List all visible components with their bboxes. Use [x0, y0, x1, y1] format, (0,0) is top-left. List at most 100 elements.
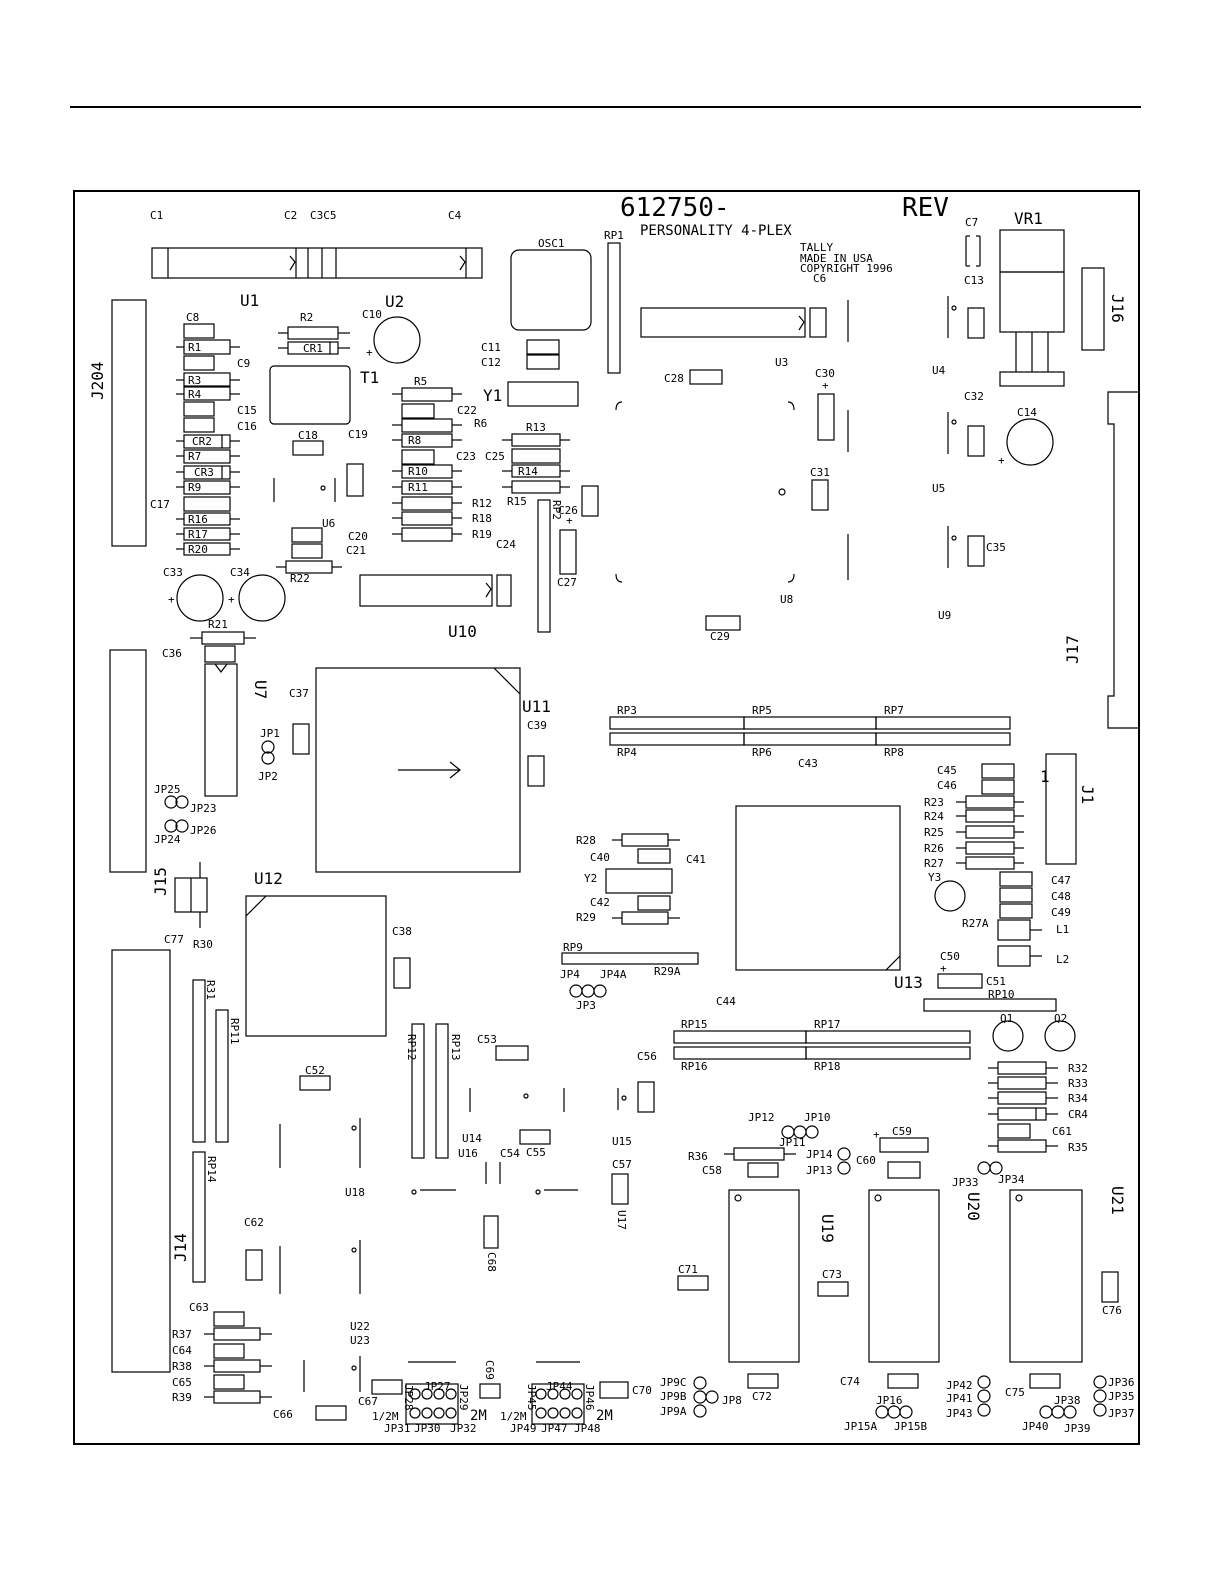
- cap-c67: [371, 1379, 403, 1395]
- label-jp2: JP2: [258, 770, 278, 783]
- cap-c68: [483, 1215, 499, 1249]
- label-jp26: JP26: [190, 824, 217, 837]
- label-l2: L2: [1056, 953, 1069, 966]
- cap-c19-body: [346, 463, 364, 497]
- inductor-l2: [997, 945, 1031, 967]
- label-c26: C26: [558, 504, 578, 517]
- svg-text:+: +: [366, 346, 373, 359]
- label-c1: C1: [150, 209, 163, 222]
- cap-c73: [817, 1281, 849, 1297]
- label-u21: U21: [1108, 1186, 1127, 1215]
- label-c2: C2: [284, 209, 297, 222]
- label-r17: R17: [188, 528, 208, 541]
- label-r1: R1: [188, 341, 201, 354]
- label-r21: R21: [208, 618, 228, 631]
- label-c77: C77: [164, 933, 184, 946]
- label-c63: C63: [189, 1301, 209, 1314]
- connector-j204: [111, 299, 147, 547]
- label-u18: U18: [345, 1186, 365, 1199]
- label-c65: C65: [172, 1376, 192, 1389]
- label-rp5: RP5: [752, 704, 772, 717]
- label-c46: C46: [937, 779, 957, 792]
- label-c47: C47: [1051, 874, 1071, 887]
- label-c57: C57: [612, 1158, 632, 1171]
- label-rp7: RP7: [884, 704, 904, 717]
- label-r11: R11: [408, 481, 428, 494]
- label-rp8: RP8: [884, 746, 904, 759]
- label-y1: Y1: [483, 386, 502, 405]
- cap-c38: [393, 957, 411, 989]
- connector-j1: [1045, 753, 1077, 865]
- ic-u19-dip: [728, 1189, 800, 1363]
- label-jp28: JP28: [402, 1384, 415, 1411]
- label-rp1: RP1: [604, 229, 624, 242]
- label-jp29: JP29: [457, 1384, 470, 1411]
- label-jp37: JP37: [1108, 1407, 1135, 1420]
- rpack-rp14: [192, 1151, 206, 1283]
- header-rule: [70, 106, 1141, 108]
- label-r7: R7: [188, 450, 201, 463]
- label-r10: R10: [408, 465, 428, 478]
- label-jp1: JP1: [260, 727, 280, 740]
- label-jp47: JP47: [541, 1422, 568, 1435]
- label-r27: R27: [924, 857, 944, 870]
- ic-u11: [315, 667, 521, 873]
- rpack-rp2: [537, 499, 551, 633]
- svg-text:+: +: [940, 962, 947, 975]
- transistor-q2: [1044, 1020, 1076, 1052]
- rpack-rp11: [215, 1009, 229, 1143]
- label-r35: R35: [1068, 1141, 1088, 1154]
- label-c69: C69: [483, 1360, 496, 1380]
- label-half-m-b: 1/2M: [500, 1410, 527, 1423]
- label-r13: R13: [526, 421, 546, 434]
- label-c15: C15: [237, 404, 257, 417]
- label-j15: J15: [151, 867, 170, 896]
- cap-c53: [495, 1045, 529, 1061]
- label-jp11: JP11: [779, 1136, 806, 1149]
- label-cr1: CR1: [303, 342, 323, 355]
- label-jp44: JP44: [546, 1380, 573, 1393]
- label-j1-pin1: 1: [1040, 767, 1050, 786]
- label-u23: U23: [350, 1334, 370, 1347]
- label-c31: C31: [810, 466, 830, 479]
- connector-j15-header: [109, 649, 147, 873]
- label-jp14: JP14: [806, 1148, 833, 1161]
- cap-c57: [611, 1173, 629, 1205]
- cap-c28: [689, 369, 723, 385]
- label-c13: C13: [964, 274, 984, 287]
- label-cr2: CR2: [192, 435, 212, 448]
- label-c37: C37: [289, 687, 309, 700]
- label-jp40: JP40: [1022, 1420, 1049, 1433]
- rpack-row-rp15-rp18: [673, 1030, 971, 1060]
- label-r39: R39: [172, 1391, 192, 1404]
- label-jp46: JP46: [583, 1384, 596, 1411]
- cap-c71: [677, 1275, 709, 1291]
- cap-c52: [299, 1075, 331, 1091]
- label-r23: R23: [924, 796, 944, 809]
- label-c25: C25: [485, 450, 505, 463]
- label-c34: C34: [230, 566, 250, 579]
- label-jp33: JP33: [952, 1176, 979, 1189]
- label-jp10: JP10: [804, 1111, 831, 1124]
- label-c44: C44: [716, 995, 736, 1008]
- label-jp16: JP16: [876, 1394, 903, 1407]
- label-c49: C49: [1051, 906, 1071, 919]
- label-q1: Q1: [1000, 1012, 1013, 1025]
- label-c8: C8: [186, 311, 199, 324]
- cap-c50: [937, 973, 983, 989]
- label-r27a: R27A: [962, 917, 989, 930]
- connector-j17: [1107, 391, 1140, 729]
- resistor-bank-r32-r35: [988, 1061, 1058, 1153]
- label-r6: R6: [474, 417, 487, 430]
- middle-resistor-column: [392, 387, 462, 542]
- label-rp3: RP3: [617, 704, 637, 717]
- label-jp31: JP31: [384, 1422, 411, 1435]
- electrolytic-c33: [176, 574, 224, 622]
- label-r15: R15: [507, 495, 527, 508]
- rpack-rp9: [561, 952, 699, 965]
- label-r33: R33: [1068, 1077, 1088, 1090]
- label-j17: J17: [1063, 635, 1082, 664]
- label-c54: C54: [500, 1147, 520, 1160]
- label-jp25: JP25: [154, 783, 181, 796]
- label-u8: U8: [780, 593, 793, 606]
